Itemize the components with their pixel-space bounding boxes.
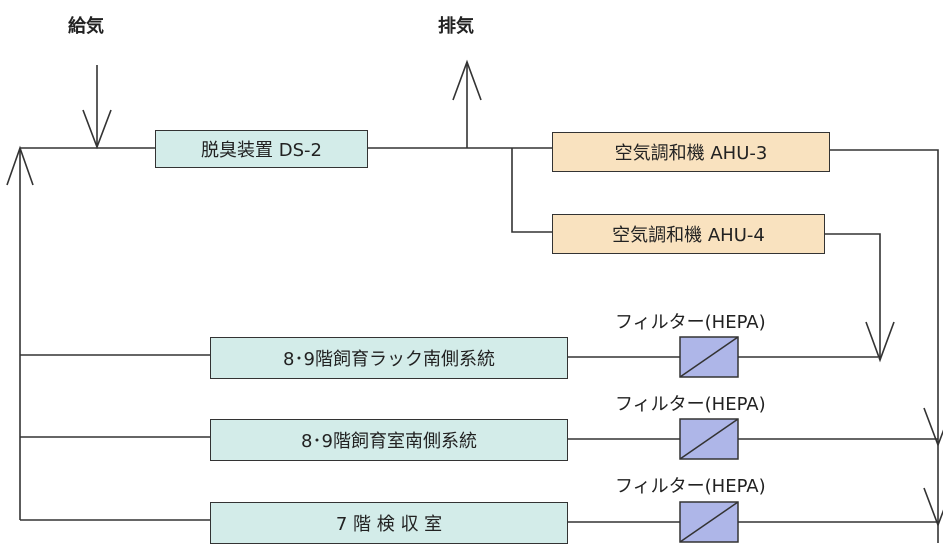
exhaust-arrowhead <box>452 59 482 101</box>
filter-diagonal-3 <box>679 501 739 543</box>
filter-diagonal-1 <box>679 336 739 378</box>
filter-label-2: フィルター(HEPA) <box>615 394 766 415</box>
ahu3-box: 空気調和機 AHU-3 <box>552 132 830 172</box>
exhaust-label: 排気 <box>438 16 474 37</box>
ahu4-box: 空気調和機 AHU-4 <box>552 214 825 254</box>
supply-arrowhead <box>82 109 112 150</box>
deodorizer-box: 脱臭装置 DS-2 <box>155 130 368 168</box>
inspection-box: 7 階 検 収 室 <box>210 502 568 544</box>
ahu4-output-line <box>825 233 881 360</box>
filter-label-3: フィルター(HEPA) <box>615 476 766 497</box>
ahu3-output-line <box>830 149 939 445</box>
filter-diagonal-2 <box>679 418 739 460</box>
ahu3-arrowhead-2 <box>923 487 943 528</box>
room-south-box: 8･9階飼育室南側系統 <box>210 419 568 461</box>
supply-label: 給気 <box>68 16 104 37</box>
ahu4-branch-line <box>511 148 552 233</box>
filter-label-1: フィルター(HEPA) <box>615 312 766 333</box>
return-arrowhead <box>6 145 34 186</box>
ahu4-arrowhead <box>865 321 895 363</box>
rack-south-box: 8･9階飼育ラック南側系統 <box>210 337 568 379</box>
